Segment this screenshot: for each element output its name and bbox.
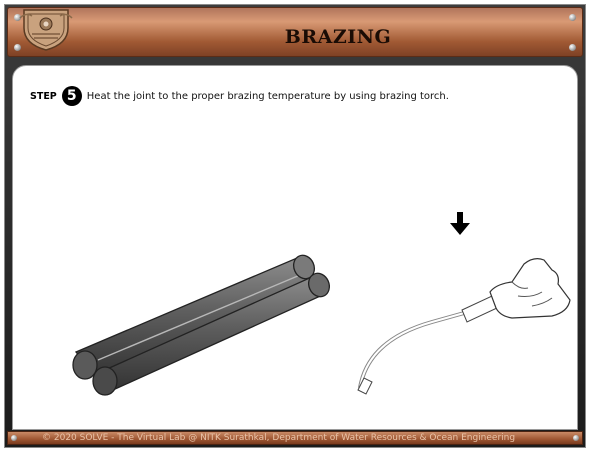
rivet-icon	[573, 435, 579, 441]
rivet-icon	[569, 14, 576, 21]
copyright-text: © 2020 SOLVE - The Virtual Lab @ NITK Su…	[42, 433, 516, 443]
footer-bar: © 2020 SOLVE - The Virtual Lab @ NITK Su…	[7, 431, 583, 445]
institute-crest-logo	[19, 9, 73, 51]
down-arrow-icon	[450, 212, 470, 235]
rivet-icon	[14, 14, 21, 21]
rivet-icon	[14, 44, 21, 51]
rivet-icon	[569, 44, 576, 51]
rivet-icon	[11, 435, 17, 441]
step-instruction: STEP 5 Heat the joint to the proper braz…	[30, 85, 449, 107]
page-title: BRAZING	[284, 26, 392, 48]
brazing-torch-in-gloved-hand	[357, 258, 571, 395]
joined-metal-rods	[72, 254, 331, 396]
step-label: STEP	[30, 90, 57, 102]
step-number-badge: 5	[61, 86, 82, 106]
header-bar: BRAZING	[7, 7, 583, 57]
step-text: Heat the joint to the proper brazing tem…	[86, 90, 449, 102]
brazing-illustration	[72, 212, 571, 396]
